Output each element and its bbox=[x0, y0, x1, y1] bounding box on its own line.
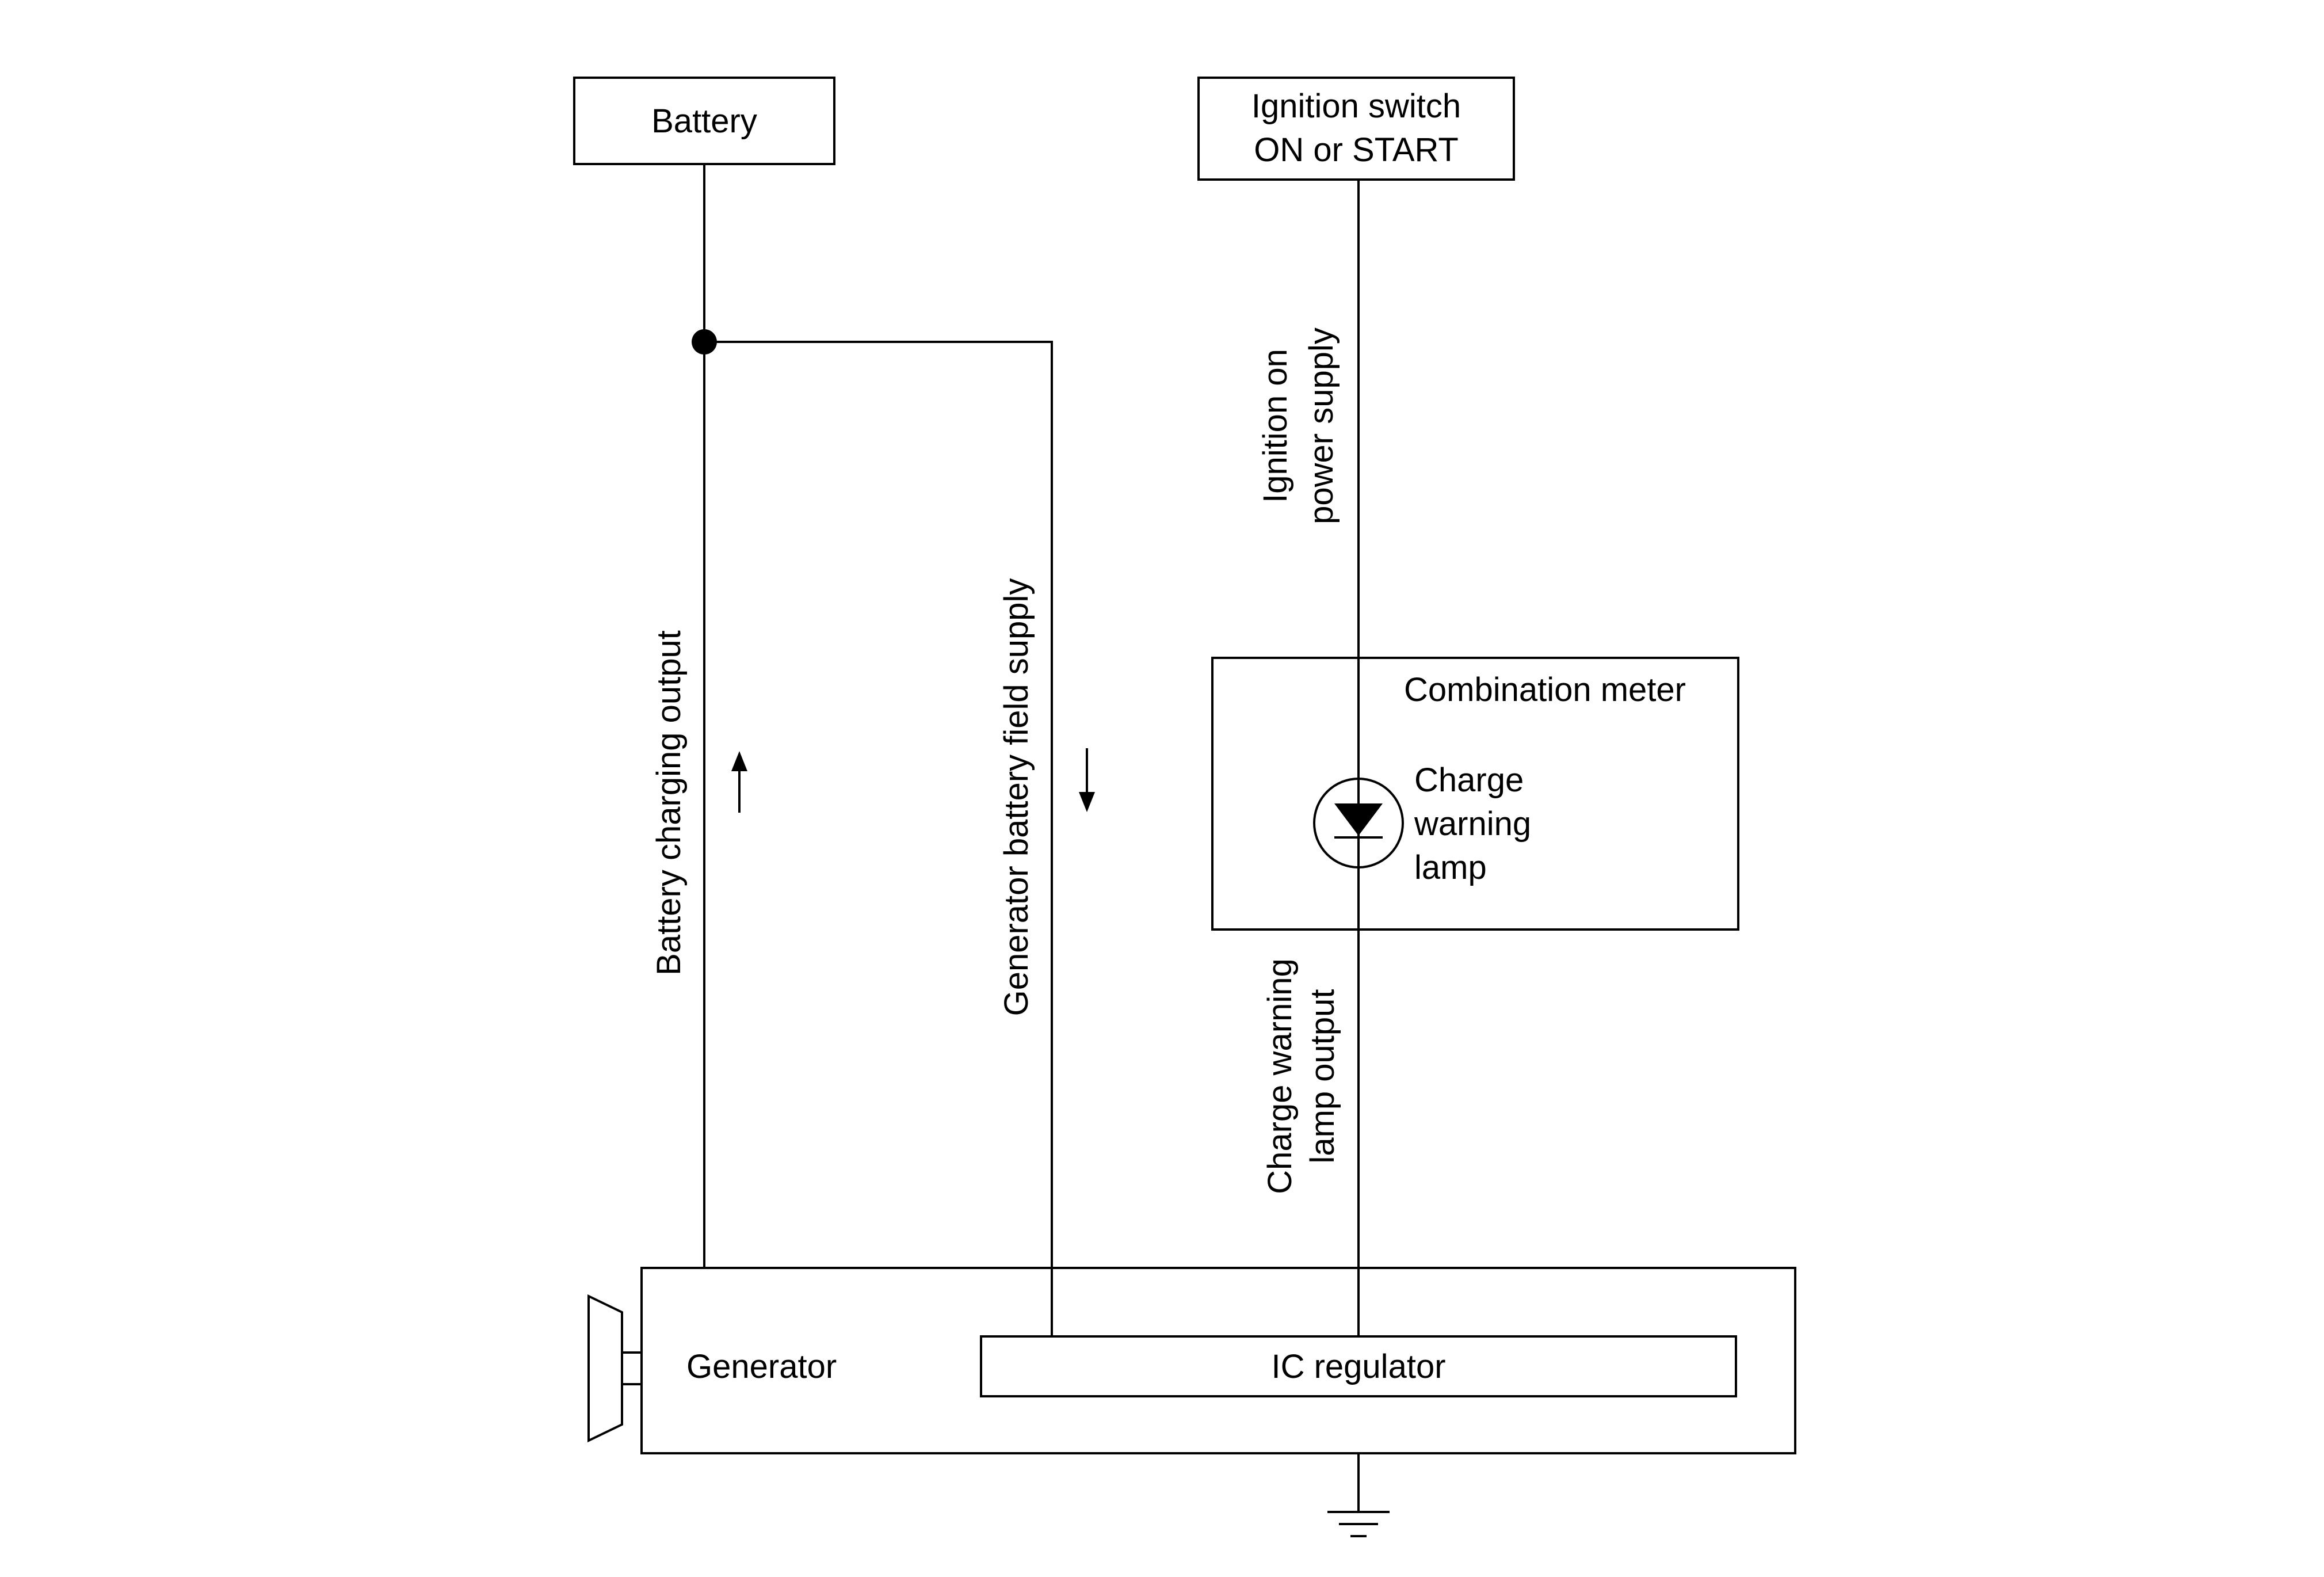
ignition-switch-label-line2: ON or START bbox=[1254, 131, 1459, 169]
ignition-power-label-line2: power supply bbox=[1303, 327, 1340, 524]
ignition-power-wire: Ignition on power supply bbox=[1257, 180, 1360, 1336]
charge-warning-lamp-label-line2: warning bbox=[1414, 805, 1531, 843]
battery-label: Battery bbox=[651, 102, 757, 140]
lamp-output-wire-labels: Charge warning lamp output bbox=[1261, 958, 1341, 1194]
generator-box bbox=[640, 1267, 1796, 1454]
generator-field-supply-label: Generator battery field supply bbox=[998, 578, 1035, 1016]
ignition-switch-block: Ignition switch ON or START bbox=[1197, 77, 1515, 181]
pulley-icon bbox=[587, 1294, 642, 1443]
generator-field-supply-wire: Generator battery field supply bbox=[704, 341, 1095, 1336]
ignition-switch-label-line1: Ignition switch bbox=[1251, 87, 1461, 125]
battery-charging-output-label: Battery charging output bbox=[650, 630, 688, 976]
lamp-output-label-line1: Charge warning bbox=[1261, 958, 1299, 1194]
combination-meter-label: Combination meter bbox=[1404, 671, 1686, 708]
field-supply-line bbox=[704, 341, 1053, 1336]
ic-regulator-box bbox=[980, 1335, 1737, 1397]
charge-warning-lamp-icon bbox=[1313, 778, 1404, 869]
generator-block: Generator IC regulator bbox=[587, 1267, 1796, 1454]
ground-icon bbox=[1327, 1453, 1390, 1537]
combination-meter-block: Combination meter Charge warning lamp bbox=[1211, 657, 1739, 931]
battery-block: Battery bbox=[573, 77, 835, 165]
generator-label: Generator bbox=[686, 1348, 837, 1385]
ignition-power-label-line1: Ignition on bbox=[1257, 349, 1294, 503]
arrow-down-icon bbox=[1079, 748, 1095, 812]
lamp-output-label-line2: lamp output bbox=[1304, 989, 1341, 1163]
battery-charging-output-wire: Battery charging output bbox=[650, 164, 747, 1268]
arrow-up-icon bbox=[731, 751, 747, 813]
charge-warning-lamp-label-line3: lamp bbox=[1414, 849, 1487, 886]
charge-warning-lamp-label-line1: Charge bbox=[1414, 761, 1524, 799]
ic-regulator-label: IC regulator bbox=[1271, 1348, 1445, 1385]
